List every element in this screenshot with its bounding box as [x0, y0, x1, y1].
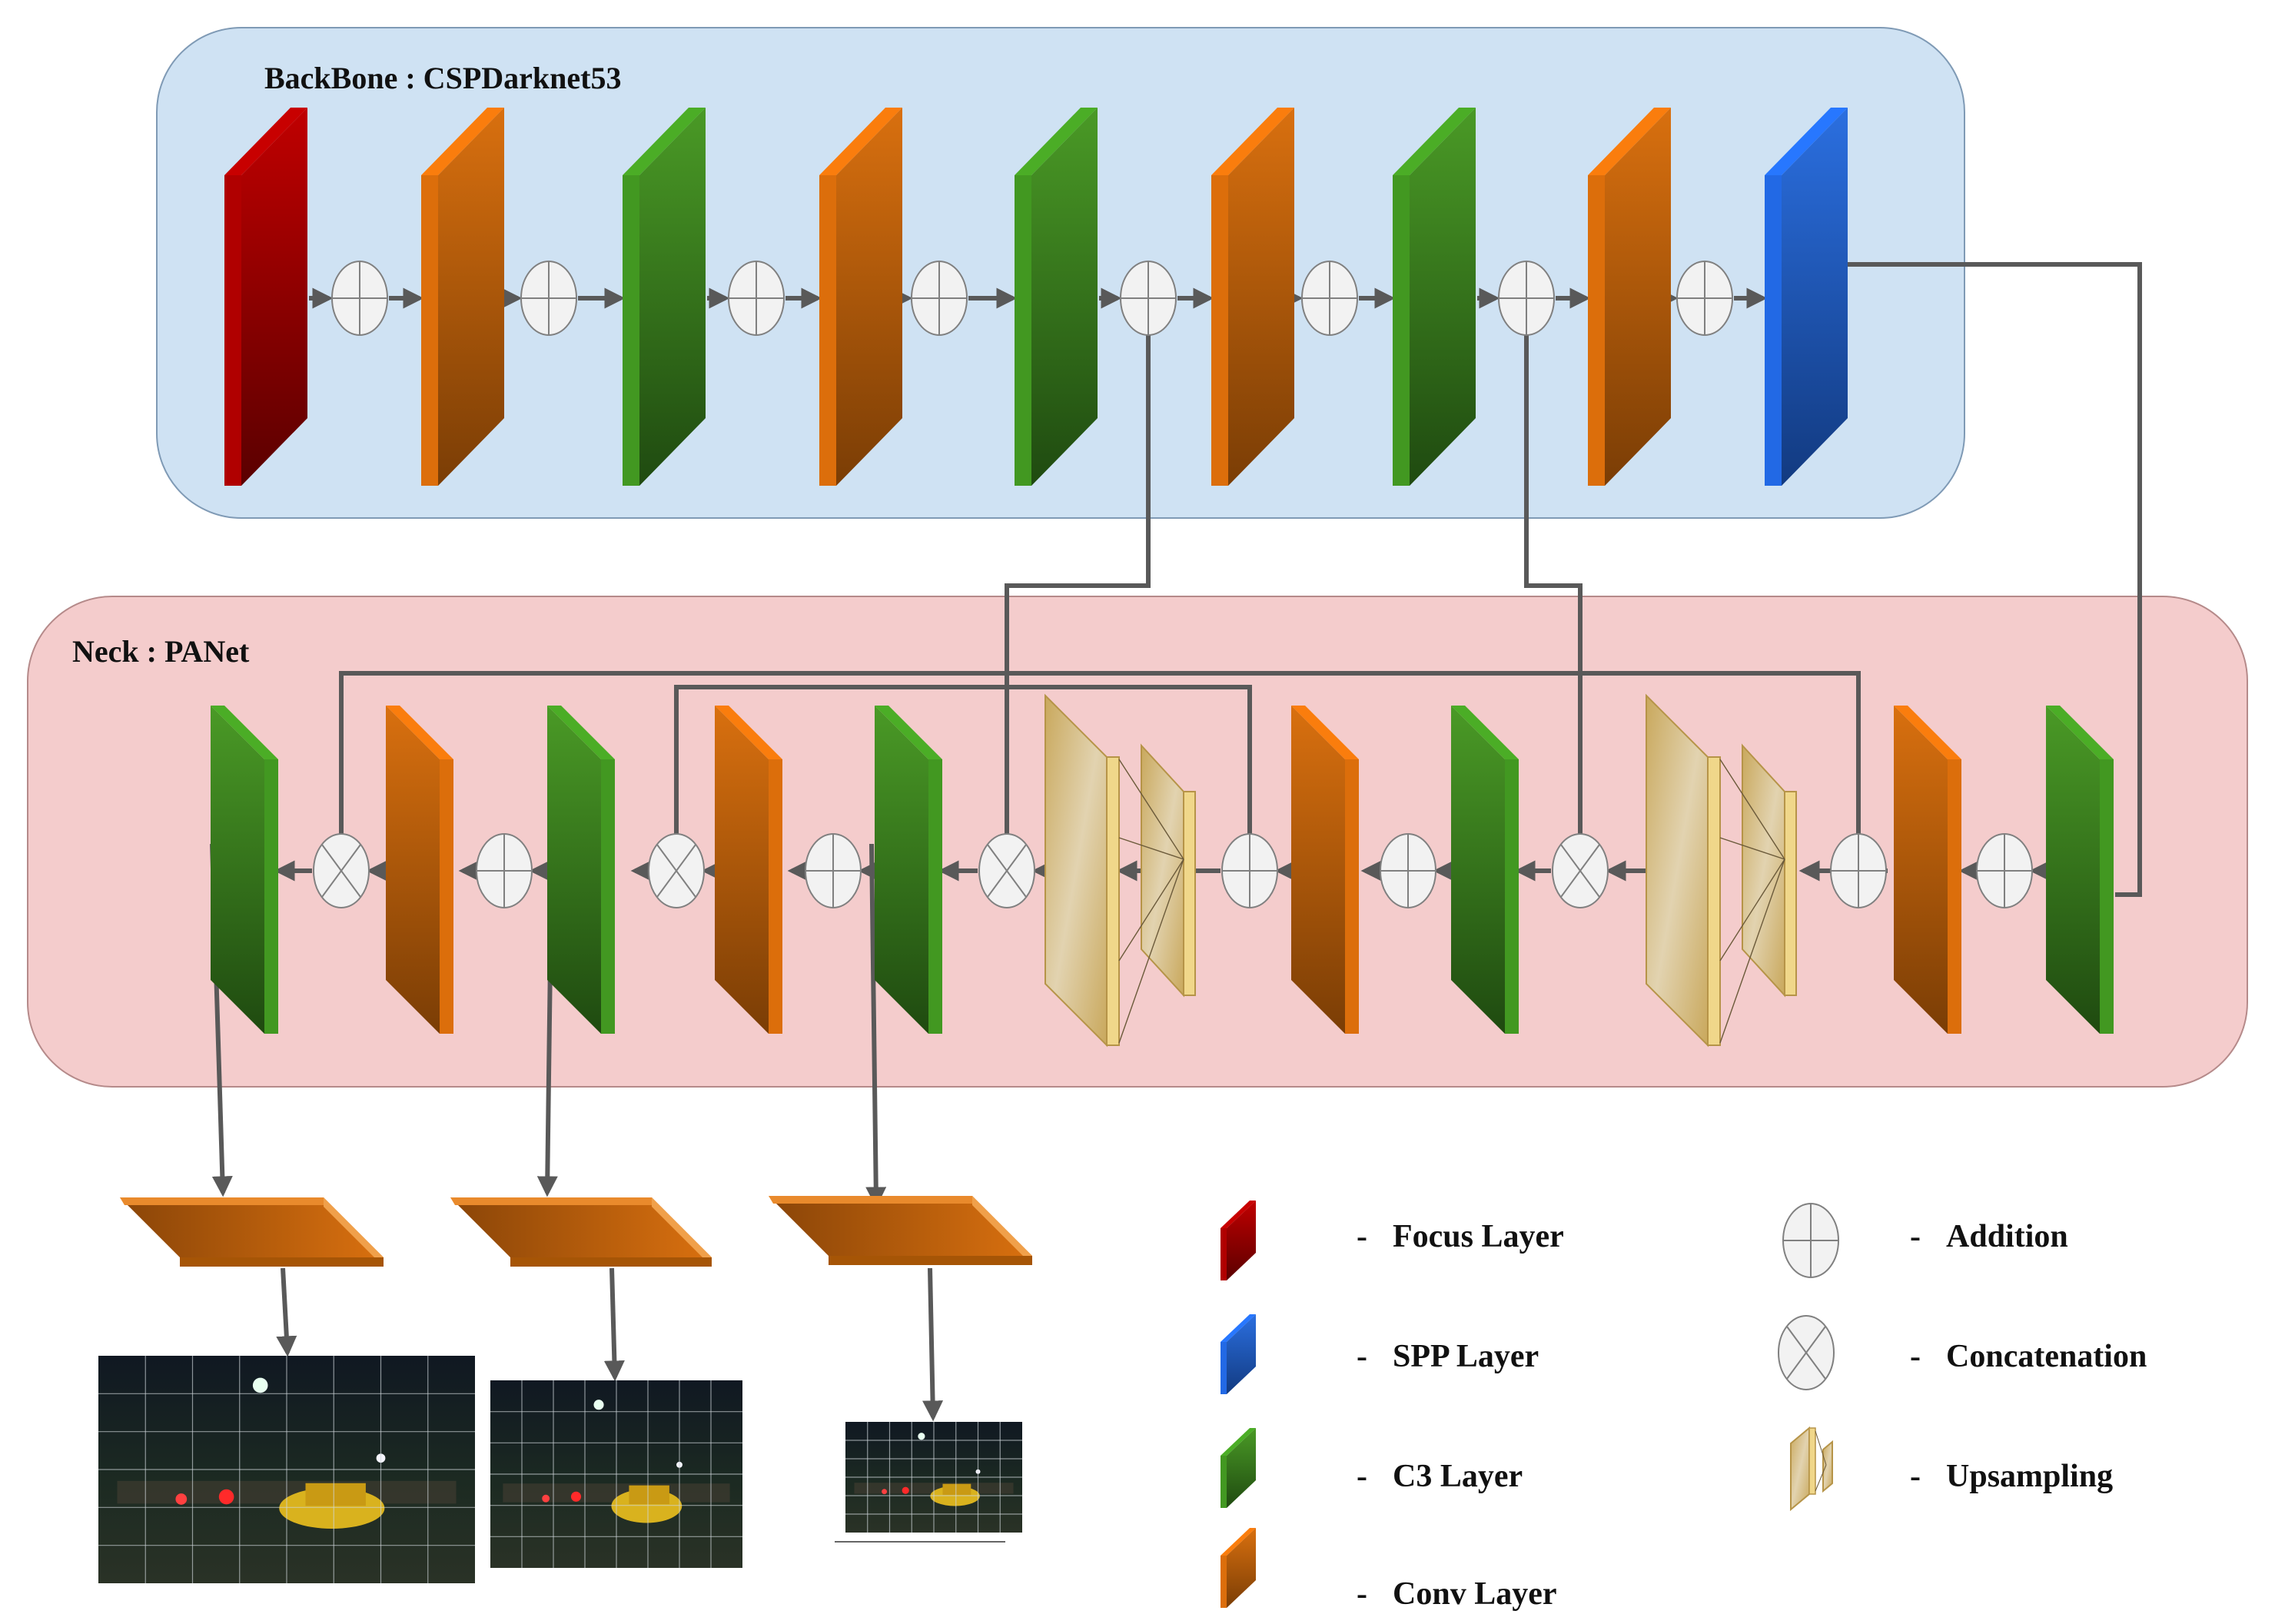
legend-label-spp: SPP Layer — [1393, 1339, 1539, 1374]
neck-concatenation-operator — [978, 833, 1035, 908]
legend-label-conv: Conv Layer — [1393, 1576, 1557, 1612]
neck-addition-operator — [805, 833, 862, 908]
neck-concatenation-operator — [1552, 833, 1609, 908]
backbone-c3-layer — [623, 108, 706, 486]
backbone-addition-operator — [331, 261, 388, 336]
backbone-to-neck-connector — [1005, 335, 1151, 834]
neck-skip-connector — [339, 671, 1861, 834]
detection-head-2 — [450, 1197, 712, 1267]
detection-output-image-large — [98, 1356, 475, 1583]
legend-dash: - — [1357, 1219, 1367, 1254]
neck-title: Neck : PANet — [72, 634, 250, 669]
neck-conv-layer — [386, 706, 453, 1034]
backbone-addition-operator — [1498, 261, 1555, 336]
backbone-conv-layer — [819, 108, 902, 486]
neck-upsampling-layer — [1646, 693, 1797, 1048]
backbone-to-neck-connector — [1524, 335, 1583, 834]
legend-dash: - — [1910, 1219, 1921, 1254]
backbone-spp-layer — [1765, 108, 1848, 486]
backbone-conv-layer — [1588, 108, 1671, 486]
neck-skip-connector — [674, 685, 1252, 834]
legend-label-addition: Addition — [1946, 1219, 2068, 1254]
neck-c3-layer — [875, 706, 942, 1034]
upsampling-icon — [1790, 1426, 1833, 1512]
spp-layer-icon — [1221, 1314, 1256, 1394]
neck-addition-operator — [1830, 833, 1887, 908]
neck-conv-layer — [1291, 706, 1359, 1034]
neck-upsampling-layer — [1045, 693, 1196, 1048]
legend-label-concatenation: Concatenation — [1946, 1339, 2147, 1374]
addition-icon — [1782, 1203, 1839, 1278]
focus-layer-icon — [1221, 1201, 1256, 1280]
spp-to-neck-connector — [1843, 262, 2142, 897]
legend-label-c3: C3 Layer — [1393, 1459, 1523, 1494]
backbone-c3-layer — [1393, 108, 1476, 486]
legend-dash: - — [1910, 1459, 1921, 1494]
backbone-addition-operator — [1120, 261, 1177, 336]
neck-addition-operator — [476, 833, 533, 908]
neck-conv-layer — [715, 706, 782, 1034]
backbone-focus-layer — [224, 108, 307, 486]
neck-c3-layer — [211, 706, 278, 1034]
head-to-image-arrow — [276, 1267, 297, 1357]
backbone-title: BackBone : CSPDarknet53 — [264, 61, 622, 95]
backbone-addition-operator — [728, 261, 785, 336]
c3-layer-icon — [1221, 1428, 1256, 1508]
head-to-image-arrow — [603, 1267, 625, 1382]
backbone-addition-operator — [1676, 261, 1733, 336]
neck-c3-layer — [547, 706, 615, 1034]
backbone-addition-operator — [520, 261, 577, 336]
concatenation-icon — [1778, 1315, 1835, 1390]
head-to-image-arrow — [922, 1267, 944, 1422]
neck-addition-operator — [1976, 833, 2033, 908]
neck-concatenation-operator — [313, 833, 370, 908]
backbone-addition-operator — [1301, 261, 1358, 336]
neck-output-arrow — [865, 843, 887, 1208]
legend-label-upsampling: Upsampling — [1946, 1459, 2114, 1494]
neck-c3-layer — [2046, 706, 2114, 1034]
legend-dash: - — [1910, 1339, 1921, 1374]
detection-head-3 — [769, 1196, 1032, 1265]
legend-dash: - — [1357, 1576, 1367, 1612]
backbone-c3-layer — [1015, 108, 1098, 486]
neck-conv-layer — [1894, 706, 1961, 1034]
legend-dash: - — [1357, 1459, 1367, 1494]
detection-output-image-medium — [490, 1380, 742, 1568]
neck-concatenation-operator — [648, 833, 705, 908]
backbone-conv-layer — [421, 108, 504, 486]
neck-c3-layer — [1451, 706, 1519, 1034]
detection-output-image-small — [845, 1422, 1022, 1533]
legend-label-focus: Focus Layer — [1393, 1219, 1564, 1254]
detection-head-1 — [120, 1197, 384, 1267]
neck-addition-operator — [1221, 833, 1278, 908]
conv-layer-icon — [1221, 1528, 1256, 1608]
legend-dash: - — [1357, 1339, 1367, 1374]
neck-addition-operator — [1380, 833, 1436, 908]
backbone-conv-layer — [1211, 108, 1294, 486]
backbone-addition-operator — [911, 261, 968, 336]
